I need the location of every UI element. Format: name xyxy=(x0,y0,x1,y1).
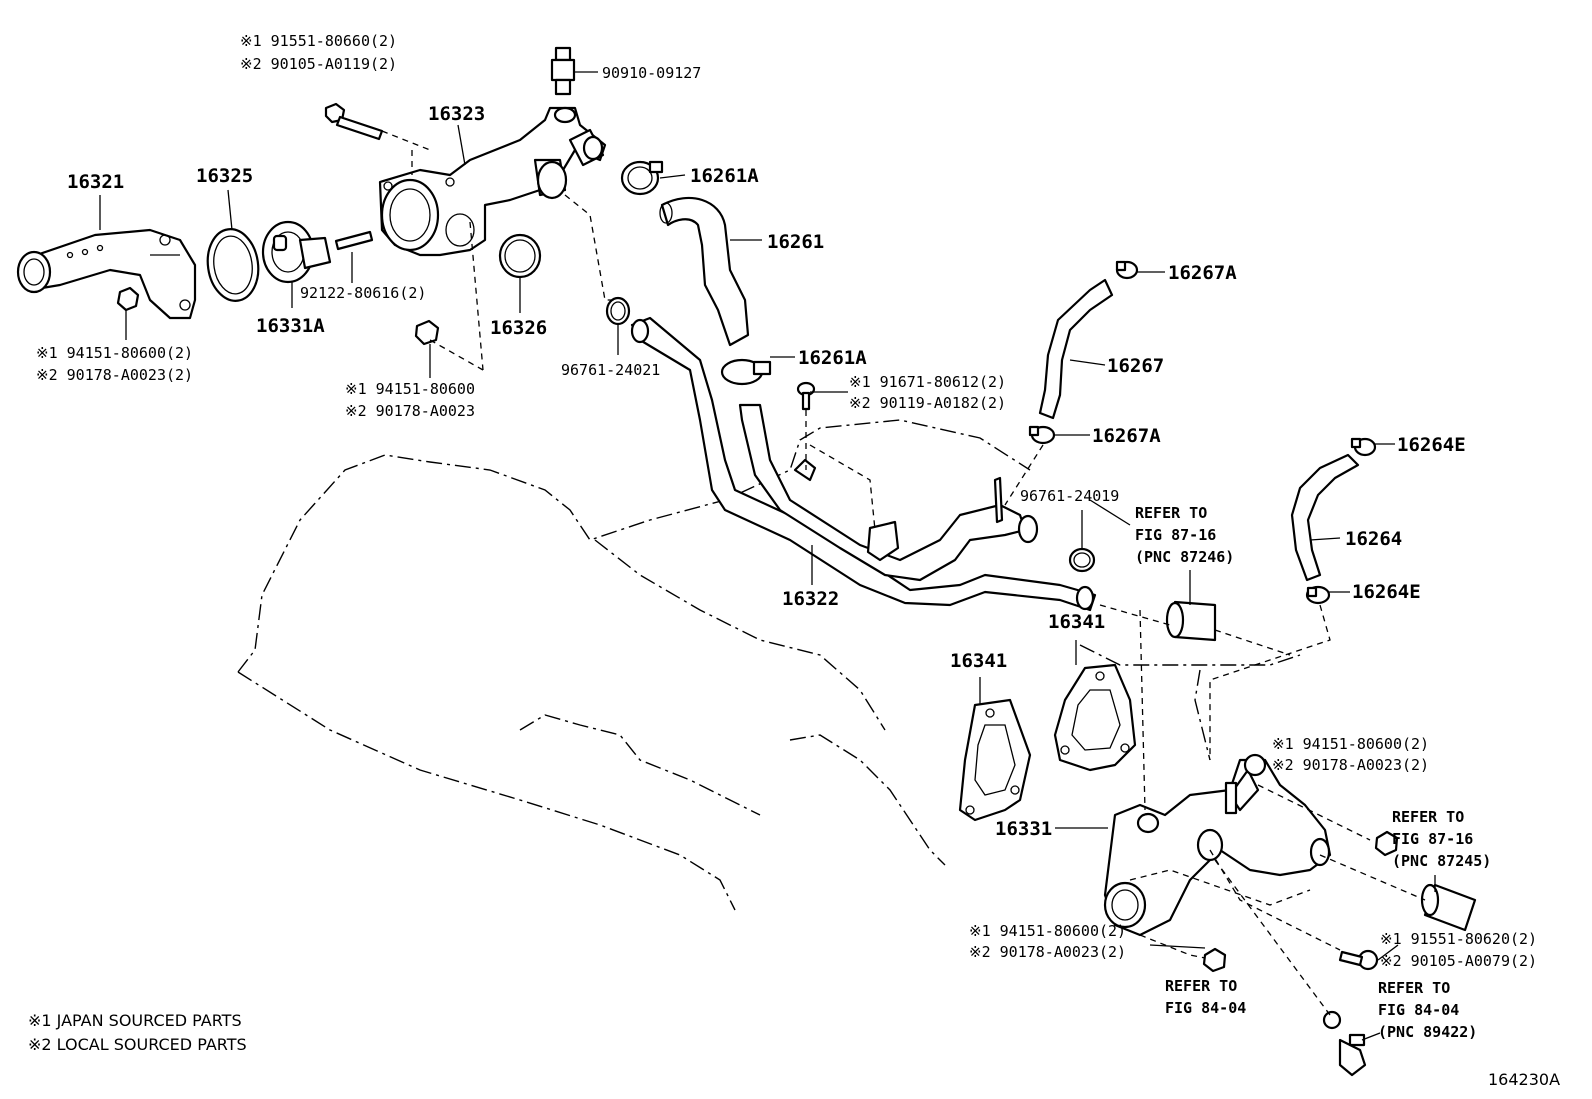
gasket-16325 xyxy=(206,228,260,302)
label-16264E-top: 16264E xyxy=(1397,434,1466,456)
temp-sensor xyxy=(1338,1033,1367,1077)
ref2-line2: FIG 87-16 xyxy=(1392,830,1473,848)
bleeder-plug xyxy=(550,46,576,96)
nut-right-bottom xyxy=(1202,947,1227,973)
leader-lines xyxy=(99,71,1436,1041)
pn-bolt-clip-1: ※1 91671-80612(2) xyxy=(849,373,1006,391)
label-16267A-top: 16267A xyxy=(1168,262,1237,284)
pn-nut-r-bot-1: ※1 94151-80600(2) xyxy=(969,922,1126,940)
hose-16261 xyxy=(659,196,750,347)
ref4-line1: REFER TO xyxy=(1378,979,1450,997)
pn-nut-left-1: ※1 94151-80600(2) xyxy=(36,344,193,362)
label-16261A-mid: 16261A xyxy=(798,347,867,369)
label-16341-b: 16341 xyxy=(1048,611,1105,633)
flange-nut-left xyxy=(116,286,140,312)
hose-clamp-16267A-mid xyxy=(1028,425,1056,445)
hose-clamp-16261A-top xyxy=(620,160,664,196)
ref-hose-87245 xyxy=(1420,883,1477,932)
water-outlet-16323 xyxy=(378,106,607,257)
label-16322: 16322 xyxy=(782,588,839,610)
bypass-pipe-16322 xyxy=(630,316,1097,612)
hose-clamp-16267A-top xyxy=(1115,260,1139,280)
ref2-line3: (PNC 87245) xyxy=(1392,852,1491,870)
label-16321: 16321 xyxy=(67,171,124,193)
oring-96761-24021 xyxy=(605,296,631,326)
pn-bolt-r-1: ※1 91551-80620(2) xyxy=(1380,930,1537,948)
label-16326: 16326 xyxy=(490,317,547,339)
label-16267: 16267 xyxy=(1107,355,1164,377)
pn-bolt-clip-2: ※2 90119-A0182(2) xyxy=(849,394,1006,412)
stud-bolt xyxy=(334,230,374,251)
label-16261A-top: 16261A xyxy=(690,165,759,187)
label-16331: 16331 xyxy=(995,818,1052,840)
water-outlet-16331 xyxy=(1103,753,1332,937)
ref-hose-87246 xyxy=(1165,600,1217,642)
oring-96761-24019 xyxy=(1068,547,1096,573)
label-16325: 16325 xyxy=(196,165,253,187)
pn-oring-a: 96761-24021 xyxy=(561,361,660,379)
label-16264: 16264 xyxy=(1345,528,1402,550)
bolt-right xyxy=(1338,949,1379,971)
nut-right-top xyxy=(1374,830,1399,857)
gasket-sensor xyxy=(1322,1010,1342,1030)
flange-bolt-top xyxy=(324,102,384,141)
hose-16264 xyxy=(1290,453,1360,582)
ref4-line3: (PNC 89422) xyxy=(1378,1023,1477,1041)
gasket-16341-a xyxy=(958,698,1032,822)
label-16323: 16323 xyxy=(428,103,485,125)
part-number-labels: ※1 91551-80660(2) ※2 90105-A0119(2) 9091… xyxy=(36,32,1537,970)
pn-nut-r-top-1: ※1 94151-80600(2) xyxy=(1272,735,1429,753)
label-16264E-bot: 16264E xyxy=(1352,581,1421,603)
thermostat-16331A xyxy=(261,220,332,284)
ref1-line3: (PNC 87246) xyxy=(1135,548,1234,566)
ref3-line2: FIG 84-04 xyxy=(1165,999,1246,1017)
label-16261: 16261 xyxy=(767,231,824,253)
engine-outline xyxy=(237,419,1301,911)
label-16341-a: 16341 xyxy=(950,650,1007,672)
pn-bolt-r-2: ※2 90105-A0079(2) xyxy=(1380,952,1537,970)
ref3-line1: REFER TO xyxy=(1165,977,1237,995)
nut-mid xyxy=(414,319,440,346)
ref2-line1: REFER TO xyxy=(1392,808,1464,826)
note-local: ※2 LOCAL SOURCED PARTS xyxy=(28,1035,247,1054)
clip-bolt xyxy=(796,381,816,411)
callout-labels: 16321 16325 16323 16331A 16326 16261A 16… xyxy=(67,103,1466,840)
note-japan: ※1 JAPAN SOURCED PARTS xyxy=(28,1011,242,1030)
reference-labels: REFER TO FIG 87-16 (PNC 87246) REFER TO … xyxy=(1135,504,1491,1041)
pn-oring-b: 96761-24019 xyxy=(1020,487,1119,505)
water-inlet-16321 xyxy=(16,228,197,320)
pn-bolt-top-1: ※1 91551-80660(2) xyxy=(240,32,397,50)
pn-nut-left-2: ※2 90178-A0023(2) xyxy=(36,366,193,384)
hose-clamp-16264E-top xyxy=(1350,437,1377,457)
hose-clamp-16264E-bot xyxy=(1305,585,1331,605)
pn-nut-r-top-2: ※2 90178-A0023(2) xyxy=(1272,756,1429,774)
gasket-16341-b xyxy=(1053,663,1137,772)
label-16267A-mid: 16267A xyxy=(1092,425,1161,447)
ref1-line1: REFER TO xyxy=(1135,504,1207,522)
label-16331A: 16331A xyxy=(256,315,325,337)
footnotes: ※1 JAPAN SOURCED PARTS ※2 LOCAL SOURCED … xyxy=(28,1011,1560,1089)
hose-clamp-16261A-mid xyxy=(720,358,772,386)
hose-16267 xyxy=(1038,278,1114,420)
pn-nut-r-bot-2: ※2 90178-A0023(2) xyxy=(969,943,1126,961)
figure-id: 164230A xyxy=(1488,1070,1560,1089)
oring-16326 xyxy=(498,233,542,279)
assembly-lines xyxy=(381,130,1426,1016)
ref4-line2: FIG 84-04 xyxy=(1378,1001,1459,1019)
pn-bolt-top-2: ※2 90105-A0119(2) xyxy=(240,55,397,73)
pn-stud: 92122-80616(2) xyxy=(300,284,426,302)
pn-bleeder: 90910-09127 xyxy=(602,64,701,82)
pn-nut-mid-1: ※1 94151-80600 xyxy=(345,380,475,398)
pn-nut-mid-2: ※2 90178-A0023 xyxy=(345,402,475,420)
ref1-line2: FIG 87-16 xyxy=(1135,526,1216,544)
